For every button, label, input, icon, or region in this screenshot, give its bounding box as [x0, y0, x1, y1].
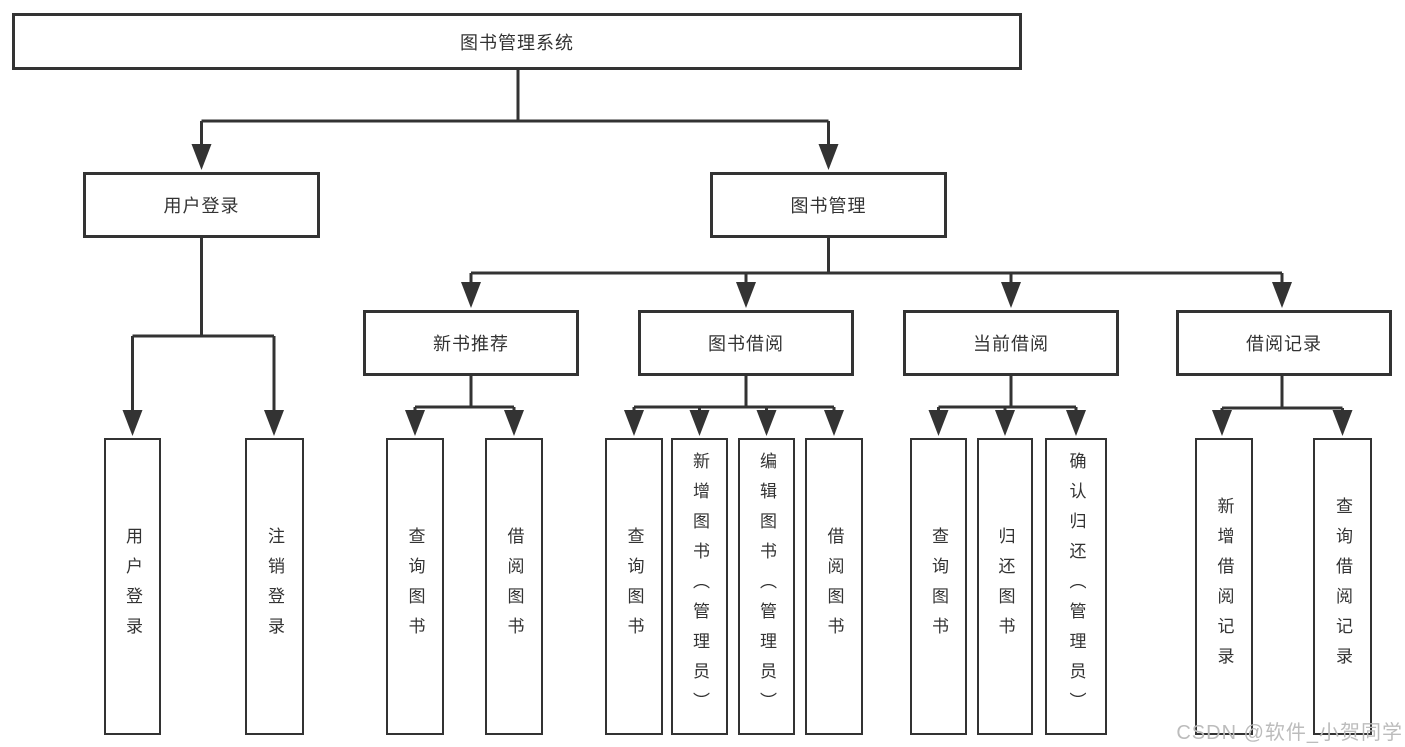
arrowhead-icon: [736, 282, 756, 308]
arrowhead-icon: [995, 410, 1015, 436]
leaf-add-book-admin: 新增图书（管理员）: [671, 438, 728, 735]
leaf-logout-login: 注销登录: [245, 438, 304, 735]
leaf-borrow-book: 借阅图书: [805, 438, 863, 735]
node-user-login: 用户登录: [83, 172, 320, 238]
node-book-borrowing-label: 图书借阅: [708, 334, 784, 354]
arrowhead-icon: [756, 410, 777, 436]
leaf-edit-book-admin-label: 编辑图书（管理员）: [757, 451, 776, 722]
node-user-login-label: 用户登录: [163, 196, 240, 216]
node-book-management-label: 图书管理: [790, 196, 867, 216]
arrowhead-icon: [191, 144, 212, 170]
edges-root-to-level2: [191, 70, 839, 170]
leaf-query-book-recommendation: 查询图书: [386, 438, 444, 735]
leaf-add-borrow-record: 新增借阅记录: [1195, 438, 1253, 735]
node-new-book-recommendation-label: 新书推荐: [433, 334, 509, 354]
leaf-query-borrow-record: 查询借阅记录: [1313, 438, 1372, 735]
leaf-query-book-current: 查询图书: [910, 438, 967, 735]
edges-book-borrow-to-leaves: [624, 376, 844, 436]
leaf-return-book: 归还图书: [977, 438, 1033, 735]
leaf-borrow-book-recommendation: 借阅图书: [485, 438, 543, 735]
edges-borrow-record-to-leaves: [1212, 376, 1353, 436]
arrowhead-icon: [405, 410, 425, 436]
arrowhead-icon: [504, 410, 524, 436]
leaf-add-book-admin-label: 新增图书（管理员）: [690, 451, 709, 722]
edges-new-book-rec-to-leaves: [405, 376, 524, 436]
node-new-book-recommendation: 新书推荐: [363, 310, 579, 376]
edges-book-mgmt-to-level3: [461, 238, 1292, 308]
leaf-borrow-book-label: 借阅图书: [824, 526, 844, 647]
leaf-user-login-label: 用户登录: [123, 526, 142, 647]
leaf-borrow-book-recommendation-label: 借阅图书: [504, 526, 524, 647]
leaf-query-book-recommendation-label: 查询图书: [405, 526, 425, 647]
node-current-borrowing: 当前借阅: [903, 310, 1119, 376]
leaf-query-book-current-label: 查询图书: [929, 526, 948, 647]
node-root-system: 图书管理系统: [12, 13, 1022, 70]
edges-user-login-to-leaves: [122, 238, 284, 436]
edges-current-borrow-to-leaves: [928, 376, 1086, 436]
node-root-label: 图书管理系统: [460, 32, 574, 53]
arrowhead-icon: [1066, 410, 1086, 436]
node-book-borrowing: 图书借阅: [638, 310, 854, 376]
arrowhead-icon: [1332, 410, 1353, 436]
node-book-management: 图书管理: [710, 172, 947, 238]
leaf-query-book-borrowing-label: 查询图书: [624, 526, 644, 647]
node-borrowing-records: 借阅记录: [1176, 310, 1392, 376]
arrowhead-icon: [1272, 282, 1292, 308]
leaf-confirm-return-admin: 确认归还（管理员）: [1045, 438, 1107, 735]
arrowhead-icon: [824, 410, 844, 436]
arrowhead-icon: [264, 410, 284, 436]
leaf-return-book-label: 归还图书: [995, 526, 1015, 647]
arrowhead-icon: [1001, 282, 1021, 308]
leaf-user-login: 用户登录: [104, 438, 161, 735]
leaf-add-borrow-record-label: 新增借阅记录: [1214, 496, 1234, 677]
leaf-logout-login-label: 注销登录: [265, 526, 284, 647]
arrowhead-icon: [1212, 410, 1232, 436]
csdn-watermark: CSDN @软件_小贺同学: [1176, 722, 1403, 744]
leaf-confirm-return-admin-label: 确认归还（管理员）: [1066, 451, 1086, 722]
arrowhead-icon: [818, 144, 839, 170]
leaf-query-book-borrowing: 查询图书: [605, 438, 663, 735]
node-borrowing-records-label: 借阅记录: [1246, 334, 1322, 354]
leaf-edit-book-admin: 编辑图书（管理员）: [738, 438, 795, 735]
node-current-borrowing-label: 当前借阅: [973, 334, 1049, 354]
arrowhead-icon: [928, 410, 949, 436]
leaf-query-borrow-record-label: 查询借阅记录: [1333, 496, 1352, 677]
arrowhead-icon: [122, 410, 143, 436]
arrowhead-icon: [461, 282, 481, 308]
arrowhead-icon: [689, 410, 710, 436]
arrowhead-icon: [624, 410, 644, 436]
